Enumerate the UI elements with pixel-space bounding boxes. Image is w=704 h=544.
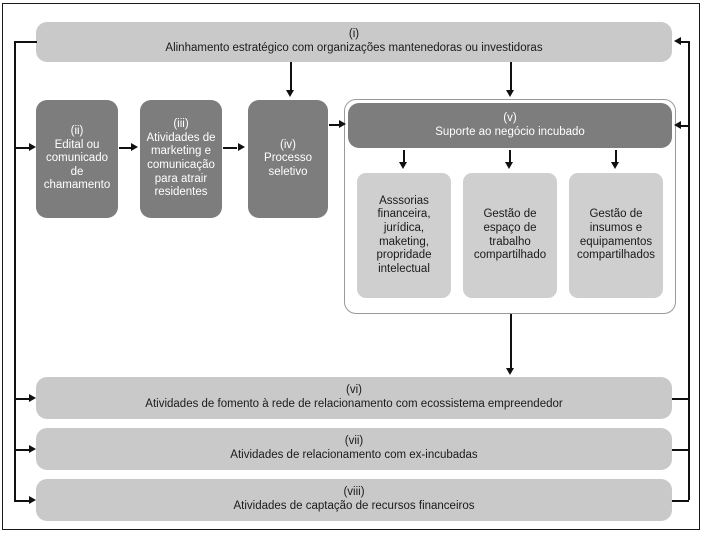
node-step-iii[interactable]: (iii) Atividades de marketing e comunica…: [140, 100, 222, 218]
child-0-line-0: Asssorias: [379, 194, 429, 207]
node-step-v-child-insumos-equipamentos[interactable]: Gestão de insumos e equipamentos compart…: [569, 173, 663, 298]
arrowhead-into-banner-vii: [29, 445, 36, 453]
connector-left-bus-to-banner-vi: [14, 398, 32, 400]
node-step-iv[interactable]: (iv) Processo seletivo: [248, 100, 328, 218]
node-label-ii-line-3: chamamento: [43, 179, 111, 192]
arrowhead-into-step-iv: [238, 143, 245, 151]
connector-step-v-to-child-0: [403, 150, 405, 163]
node-roman-v: (v): [503, 111, 517, 124]
node-top-banner-i[interactable]: (i) Alinhamento estratégico com organiza…: [36, 22, 672, 62]
child-1-line-2: trabalho: [489, 235, 531, 248]
node-label-v: Suporte ao negócio incubado: [435, 125, 585, 138]
child-2-line-3: compartilhados: [577, 249, 655, 262]
connector-left-bus-to-banner-viii: [14, 500, 32, 502]
arrowhead-down-right: [506, 90, 514, 97]
arrowhead-into-child-1: [505, 162, 513, 169]
arrowhead-into-banner-vi: [29, 394, 36, 402]
arrowhead-down-left: [286, 90, 294, 97]
node-roman-viii: (viii): [343, 486, 365, 499]
arrowhead-into-child-2: [611, 162, 619, 169]
connector-step-v-to-child-2: [615, 150, 617, 163]
connector-right-bus-to-step-v: [681, 125, 689, 127]
node-roman-iv: (iv): [280, 138, 296, 151]
node-step-v-child-espaco-trabalho[interactable]: Gestão de espaço de trabalho compartilha…: [463, 173, 557, 298]
connector-step-v-to-child-1: [509, 150, 511, 163]
node-label-iv-line-1: seletivo: [268, 165, 308, 178]
connector-top-banner-to-left-bus: [14, 41, 37, 43]
connector-banner-vii-to-right-bus: [672, 449, 689, 451]
node-bottom-banner-viii[interactable]: (viii) Atividades de captação de recurso…: [36, 479, 672, 521]
connector-top-banner-down-right: [510, 62, 512, 91]
node-step-v-header[interactable]: (v) Suporte ao negócio incubado: [348, 103, 672, 148]
node-label-iii-line-0: Atividades de: [146, 131, 216, 144]
node-bottom-banner-vi[interactable]: (vi) Atividades de fomento à rede de rel…: [36, 377, 672, 419]
node-label-iii-line-3: para atrair: [154, 172, 208, 185]
child-0-line-2: jurídica,: [383, 221, 425, 234]
child-0-line-3: maketing,: [379, 235, 429, 248]
node-roman-iii: (iii): [173, 118, 189, 131]
child-1-line-1: espaço de: [483, 221, 537, 234]
child-1-line-0: Gestão de: [483, 208, 537, 221]
node-label-viii: Atividades de captação de recursos finan…: [233, 500, 475, 512]
arrowhead-into-banner-viii: [29, 496, 36, 504]
connector-banner-viii-to-right-bus: [672, 500, 689, 502]
arrowhead-into-step-iii: [131, 143, 138, 151]
node-label-vi: Atividades de fomento à rede de relacion…: [145, 398, 563, 410]
node-label-iv-line-0: Processo: [264, 152, 312, 165]
node-label-iii-line-1: marketing e: [150, 145, 212, 158]
child-0-line-4: propridade: [376, 249, 432, 262]
node-label-ii-line-2: de: [70, 165, 84, 178]
node-label-ii-line-1: comunicado: [45, 152, 108, 165]
arrowhead-into-banner-vi-from-v: [506, 368, 514, 375]
arrowhead-into-top-banner-i: [674, 37, 681, 45]
node-roman-vii: (vii): [344, 435, 364, 448]
child-1-line-3: compartilhado: [473, 249, 547, 262]
node-roman-vi: (vi): [346, 384, 362, 397]
node-roman-ii: (ii): [70, 125, 84, 138]
node-label-ii-line-0: Edital ou: [54, 138, 100, 151]
arrowhead-into-step-ii: [29, 143, 36, 151]
node-label-iii-line-2: comunicação: [147, 159, 215, 171]
connector-step-iii-to-step-iv: [223, 147, 237, 149]
connector-step-ii-to-step-iii: [119, 147, 132, 149]
connector-left-bus-to-step-ii: [14, 147, 32, 149]
node-label-i: Alinhamento estratégico com organizações…: [165, 42, 543, 54]
connector-right-bus: [688, 41, 690, 500]
node-roman-i: (i): [348, 28, 360, 41]
child-2-line-0: Gestão de: [589, 208, 643, 221]
node-step-ii[interactable]: (ii) Edital ou comunicado de chamamento: [36, 100, 118, 218]
child-0-line-5: intelectual: [378, 262, 430, 275]
connector-top-banner-down-left: [290, 62, 292, 91]
arrowhead-into-child-0: [399, 162, 407, 169]
connector-left-bus: [14, 41, 16, 501]
connector-right-bus-to-top-banner: [681, 41, 689, 43]
node-step-v-child-assessorias[interactable]: Asssorias financeira, jurídica, maketing…: [357, 173, 451, 298]
child-2-line-1: insumos e: [589, 221, 643, 234]
child-0-line-1: financeira,: [377, 208, 431, 221]
node-label-vii: Atividades de relacionamento com ex-incu…: [230, 449, 478, 461]
connector-step-iv-to-step-v: [329, 124, 341, 126]
connector-step-v-to-banner-vi: [510, 314, 512, 369]
node-bottom-banner-vii[interactable]: (vii) Atividades de relacionamento com e…: [36, 428, 672, 470]
connector-left-bus-to-banner-vii: [14, 449, 32, 451]
child-2-line-2: equipamentos: [579, 235, 653, 248]
node-label-iii-line-4: residentes: [154, 186, 208, 199]
connector-banner-vi-to-right-bus: [672, 398, 689, 400]
arrowhead-into-step-v-from-iv: [339, 120, 346, 128]
arrowhead-into-step-v: [674, 121, 681, 129]
